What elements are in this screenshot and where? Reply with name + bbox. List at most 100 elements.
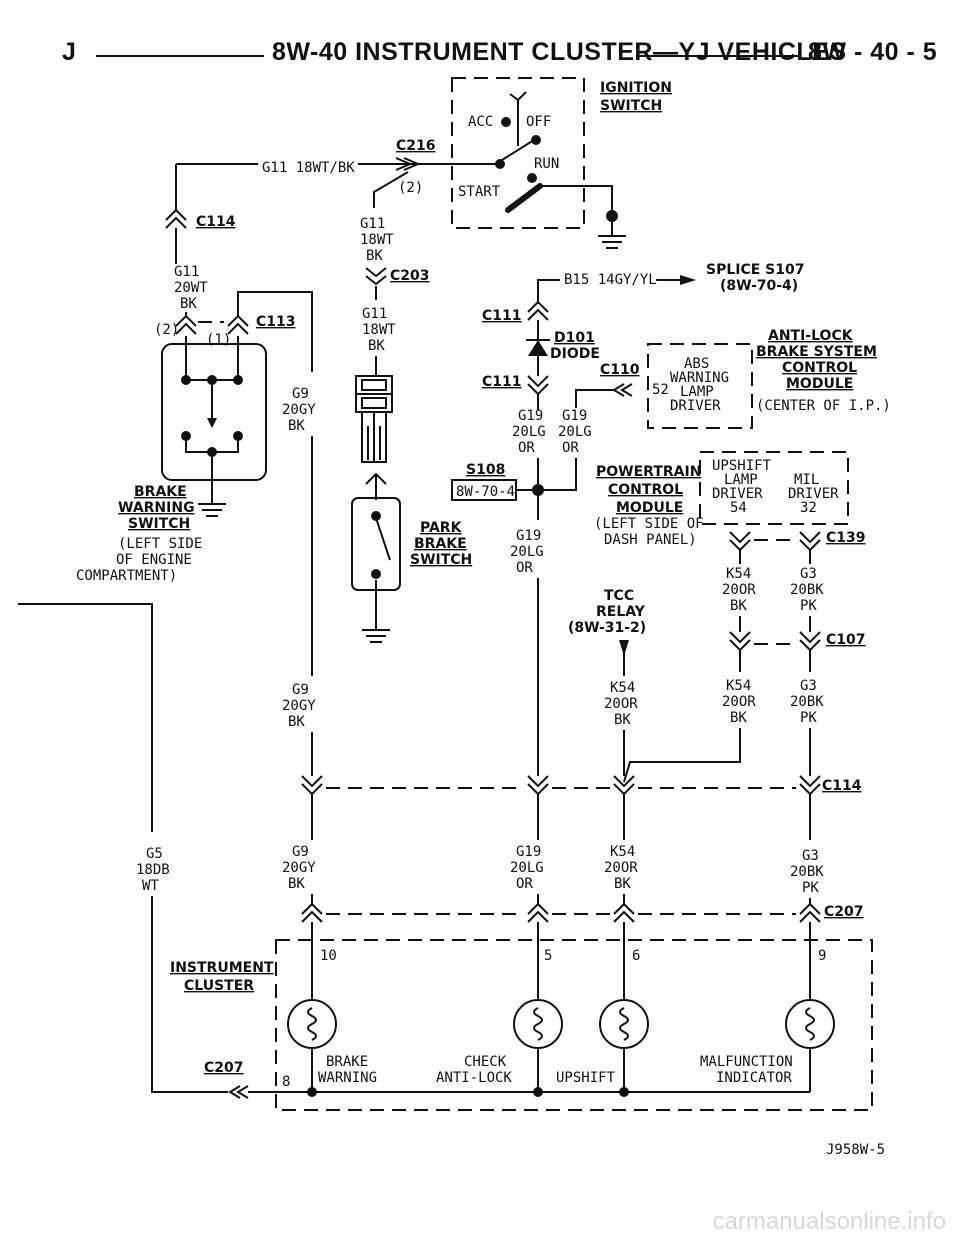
svg-text:G19: G19 <box>516 844 541 860</box>
svg-text:C203: C203 <box>390 268 430 284</box>
svg-text:(LEFT SIDE OF: (LEFT SIDE OF <box>594 516 704 532</box>
svg-text:INDICATOR: INDICATOR <box>716 1070 792 1086</box>
svg-text:ANTI-LOCK: ANTI-LOCK <box>436 1070 512 1086</box>
svg-text:DRIVER: DRIVER <box>712 486 763 502</box>
svg-text:CLUSTER: CLUSTER <box>184 978 254 994</box>
svg-text:DRIVER: DRIVER <box>788 486 839 502</box>
svg-text:C216: C216 <box>396 138 436 154</box>
svg-text:OF ENGINE: OF ENGINE <box>116 552 192 568</box>
svg-text:G9: G9 <box>292 844 309 860</box>
svg-text:SPLICE S107: SPLICE S107 <box>706 262 805 278</box>
svg-text:INSTRUMENT: INSTRUMENT <box>170 960 274 976</box>
svg-text:G5: G5 <box>146 846 163 862</box>
header-rule-right <box>636 55 800 57</box>
svg-text:ACC: ACC <box>468 114 493 130</box>
svg-text:C139: C139 <box>826 530 866 546</box>
instrument-cluster: INSTRUMENT CLUSTER 10 5 6 9 8 BRAKE <box>170 939 873 1111</box>
svg-text:ANTI-LOCK: ANTI-LOCK <box>768 328 854 344</box>
brake-warning-switch: BRAKE WARNING SWITCH (LEFT SIDE OF ENGIN… <box>76 336 267 584</box>
svg-text:OR: OR <box>516 876 533 892</box>
svg-text:(LEFT SIDE: (LEFT SIDE <box>118 536 202 552</box>
svg-text:ABS: ABS <box>684 356 709 372</box>
svg-text:BK: BK <box>368 338 385 354</box>
svg-text:G9: G9 <box>292 682 309 698</box>
svg-text:WARNING: WARNING <box>670 370 729 386</box>
svg-text:RUN: RUN <box>534 156 559 172</box>
svg-text:BK: BK <box>288 876 305 892</box>
header-left: J <box>62 38 77 66</box>
svg-text:20WT: 20WT <box>174 280 208 296</box>
svg-text:20BK: 20BK <box>790 694 824 710</box>
svg-text:C111: C111 <box>482 374 522 390</box>
svg-text:20OR: 20OR <box>722 582 756 598</box>
svg-text:18WT: 18WT <box>362 322 396 338</box>
svg-text:DASH PANEL): DASH PANEL) <box>604 532 697 548</box>
svg-text:K54: K54 <box>610 844 635 860</box>
svg-text:START: START <box>458 184 501 200</box>
svg-text:BRAKE SYSTEM: BRAKE SYSTEM <box>756 344 877 360</box>
svg-text:UPSHIFT: UPSHIFT <box>556 1070 616 1086</box>
svg-text:20OR: 20OR <box>604 696 638 712</box>
svg-text:DRIVER: DRIVER <box>670 398 721 414</box>
svg-text:CHECK: CHECK <box>464 1054 507 1070</box>
svg-text:OR: OR <box>518 440 535 456</box>
svg-text:BK: BK <box>288 714 305 730</box>
svg-text:20OR: 20OR <box>722 694 756 710</box>
svg-text:PK: PK <box>800 598 817 614</box>
svg-text:20BK: 20BK <box>790 582 824 598</box>
svg-text:C114: C114 <box>196 214 236 230</box>
svg-text:G11 18WT/BK: G11 18WT/BK <box>262 160 355 176</box>
svg-text:LAMP: LAMP <box>680 384 714 400</box>
svg-text:C114: C114 <box>822 778 862 794</box>
svg-text:LAMP: LAMP <box>724 472 758 488</box>
svg-text:G3: G3 <box>800 678 817 694</box>
svg-text:G11: G11 <box>362 306 387 322</box>
svg-text:IGNITION: IGNITION <box>600 80 672 96</box>
svg-text:20LG: 20LG <box>512 424 546 440</box>
svg-text:6: 6 <box>632 948 640 964</box>
svg-text:G3: G3 <box>800 566 817 582</box>
svg-text:52: 52 <box>652 382 669 398</box>
svg-text:(CENTER OF I.P.): (CENTER OF I.P.) <box>756 398 891 414</box>
connector-c207-row: C207 <box>301 902 864 923</box>
svg-text:COMPARTMENT): COMPARTMENT) <box>76 568 177 584</box>
svg-text:DIODE: DIODE <box>550 346 600 362</box>
watermark: carmanualsonline.info <box>712 1208 946 1235</box>
park-brake-switch: PARK BRAKE SWITCH <box>351 497 472 643</box>
brake-warning-lamp <box>287 999 337 1049</box>
svg-text:WT: WT <box>142 878 159 894</box>
svg-text:MALFUNCTION: MALFUNCTION <box>700 1054 793 1070</box>
svg-text:UPSHIFT: UPSHIFT <box>712 458 772 474</box>
svg-text:SWITCH: SWITCH <box>410 552 472 568</box>
svg-text:BK: BK <box>730 710 747 726</box>
svg-text:5: 5 <box>544 948 552 964</box>
svg-text:CONTROL: CONTROL <box>782 360 857 376</box>
svg-text:C207: C207 <box>204 1060 244 1076</box>
svg-text:PARK: PARK <box>420 520 463 536</box>
svg-text:POWERTRAIN: POWERTRAIN <box>596 464 701 480</box>
svg-text:BK: BK <box>730 598 747 614</box>
header-rule-left <box>96 55 264 57</box>
mil-lamp <box>785 999 835 1049</box>
svg-text:K54: K54 <box>726 566 751 582</box>
svg-text:G19: G19 <box>562 408 587 424</box>
svg-text:WARNING: WARNING <box>318 1070 377 1086</box>
diode-d101: D101 DIODE <box>526 330 600 362</box>
svg-text:MODULE: MODULE <box>786 376 853 392</box>
svg-text:20BK: 20BK <box>790 864 824 880</box>
svg-text:20LG: 20LG <box>510 860 544 876</box>
svg-text:S108: S108 <box>466 462 505 478</box>
svg-text:MIL: MIL <box>794 472 819 488</box>
svg-text:RELAY: RELAY <box>596 604 646 620</box>
svg-text:G3: G3 <box>802 848 819 864</box>
svg-text:(8W-70-4): (8W-70-4) <box>720 278 798 294</box>
anti-lock-lamp <box>513 999 563 1049</box>
svg-text:20OR: 20OR <box>604 860 638 876</box>
svg-text:20GY: 20GY <box>282 698 316 714</box>
svg-text:SWITCH: SWITCH <box>600 98 662 114</box>
connector-c114-row: C114 <box>301 775 862 796</box>
svg-text:K54: K54 <box>726 678 751 694</box>
svg-text:K54: K54 <box>610 680 635 696</box>
svg-text:18DB: 18DB <box>136 862 170 878</box>
